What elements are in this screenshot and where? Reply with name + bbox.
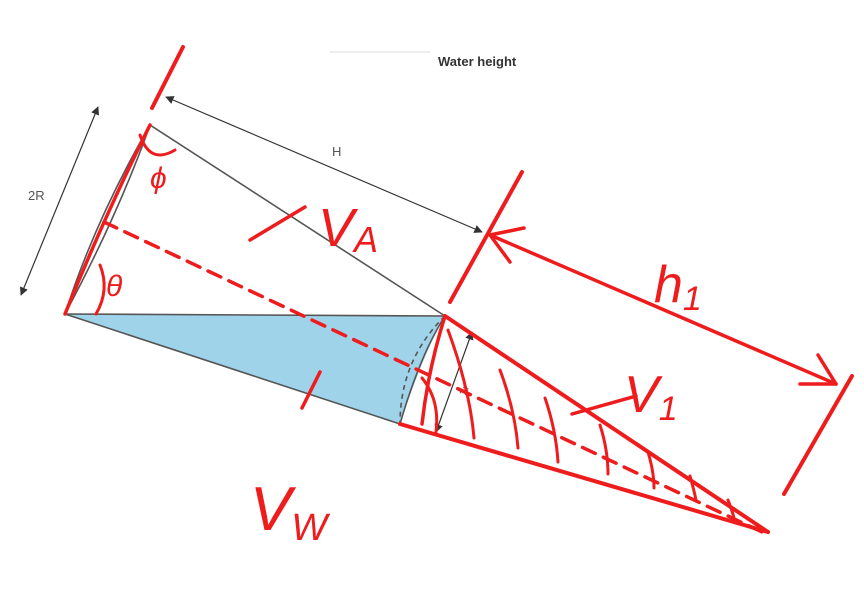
hatch-2 [446, 328, 476, 440]
va-label: VA [318, 198, 378, 260]
water-end-back [399, 315, 446, 425]
dimension-arrows [19, 96, 483, 433]
water-fill [65, 314, 445, 424]
water-end-front [399, 315, 446, 425]
cone-base [420, 314, 447, 426]
label-2r: 2R [28, 188, 45, 203]
h1-label: h1 [654, 256, 702, 318]
water-surface-line [64, 313, 446, 317]
phi-label: ϕ [150, 162, 167, 195]
hatch-6 [646, 450, 656, 490]
va-tick [248, 205, 307, 242]
red-annotations [63, 45, 854, 534]
dimension-2r-arrow [19, 106, 100, 296]
h1-end-tick [782, 374, 854, 496]
dimension-2r-small-arrow [434, 331, 474, 433]
vw-label: VW [250, 475, 330, 549]
cone-top-edge [443, 314, 770, 534]
label-h: H [332, 144, 341, 159]
hatch-5 [598, 423, 610, 476]
hatch-4 [543, 396, 560, 464]
hatch-1 [420, 376, 439, 434]
hatch-8 [726, 498, 736, 520]
hatch-7 [688, 474, 698, 502]
theta-arc [94, 263, 106, 316]
v1-label: V1 [624, 366, 678, 428]
hatch-3 [498, 368, 520, 450]
red-right-tick [448, 170, 524, 304]
vw-tick [300, 370, 322, 410]
h1-dimension-line [488, 233, 838, 386]
v1-tick [570, 394, 638, 416]
h1-arrow-left [488, 226, 526, 264]
h1-arrow-right [798, 353, 838, 386]
phi-arc [138, 133, 177, 157]
cylinder-bottom-edge [64, 313, 401, 425]
red-labels: ϕ θ VA VW V1 h1 [106, 162, 702, 549]
cone-bottom-edge [398, 422, 770, 534]
dimension-h-arrow [165, 96, 483, 233]
diagram-title: Water height [438, 54, 517, 69]
theta-label: θ [106, 270, 123, 303]
red-cylinder-left-edge [63, 123, 152, 316]
red-left-tick [150, 45, 185, 110]
